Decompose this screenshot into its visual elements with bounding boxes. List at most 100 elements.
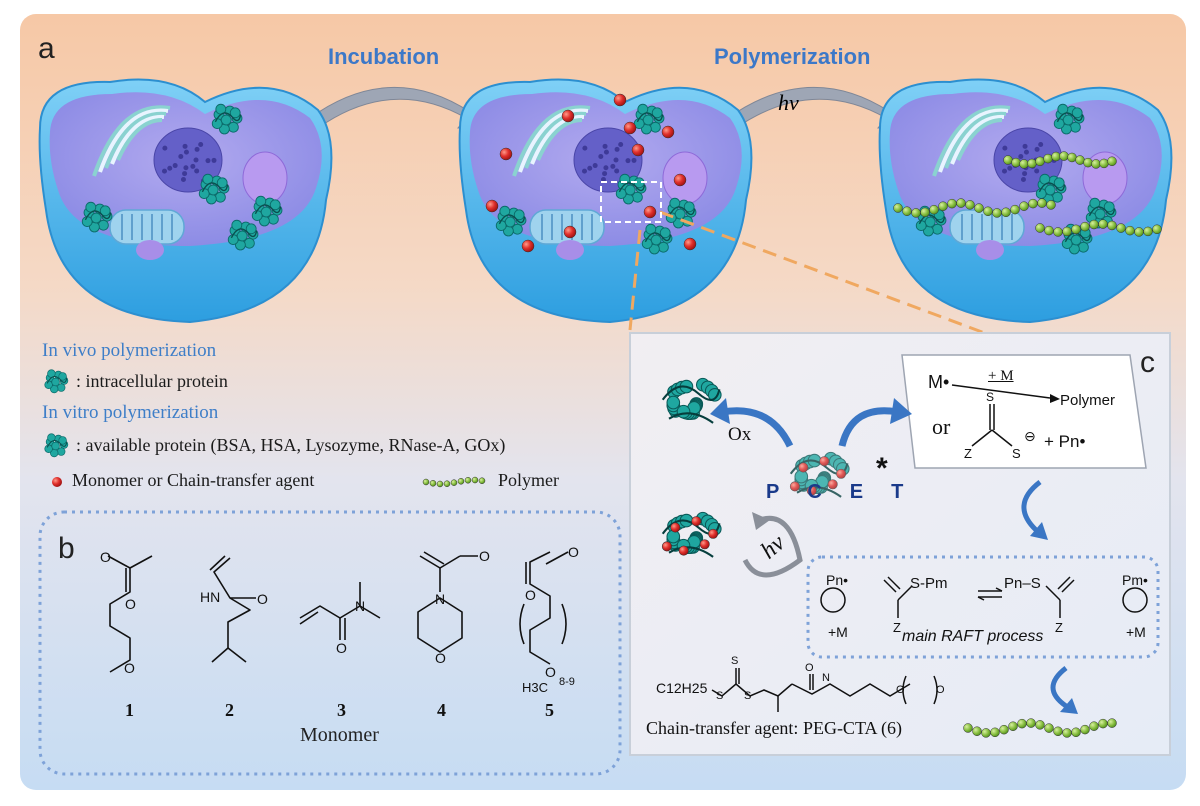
polymer-bead [947,198,957,209]
polymer-bead [938,201,948,211]
protein-icon [251,195,283,227]
polymer-bead [450,479,458,486]
monomer-bead [678,545,689,556]
polymer-bead [972,726,982,736]
cta-bonds [711,668,938,712]
protein-icon [211,103,243,135]
mitochondrion [109,209,185,245]
polymer-bead [929,204,939,215]
monomer-bead [623,121,637,135]
polymer-bead [1075,155,1085,165]
raft-z-left: Z [893,620,901,635]
plus-pn: + Pn• [1044,432,1086,451]
monomer-number-1: 1 [125,700,134,720]
dithioester [971,404,1013,447]
polymer-bead [1107,156,1117,167]
polymer-bead [471,476,479,484]
polymer-bead [422,478,430,486]
legend-polymer: Polymer [498,470,559,490]
monomer-caption: Monomer [300,724,379,746]
raft-plus-m-left: +M [828,624,848,640]
polymer-bead [464,477,472,484]
polymer-bead [1019,159,1029,169]
legend-monomer-icon [52,477,62,487]
cell-3 [878,78,1173,324]
polymer-bead [457,478,465,485]
polymer-bead [999,724,1009,735]
polymer-bead [436,480,444,488]
protein-icon [641,223,673,255]
legend-polymer-chain [422,476,486,488]
polymer-bead [1011,157,1021,168]
cta-o-2: O [936,684,945,696]
polymer-bead [1143,226,1153,237]
protein-icon [198,173,230,205]
m5-o-ester: O [525,587,536,603]
polymer-bead [1152,224,1162,235]
protein-icon [495,205,527,237]
arrow-down-1 [1021,480,1042,532]
cell-1 [38,78,333,324]
polymer-bead [1035,720,1045,730]
m2-o: O [257,591,268,607]
protein-icon [227,219,259,251]
polymer-bead [1043,153,1053,164]
polymer-bead [1089,219,1099,230]
polymer-bead [1053,227,1063,237]
polymer-chain [893,198,1056,218]
arrow-down-2 [1050,666,1068,709]
polymer-bead [965,200,975,210]
monomer-bead [806,485,817,496]
polymer-bead [956,198,966,208]
panel-b-label: b [58,532,75,565]
arrow-to-box [838,407,899,447]
polymer-bead [981,728,991,738]
vesicle [242,151,288,205]
panel-a-label: a [38,32,55,65]
m1-o-ester: O [125,596,136,612]
polymer-bead [902,206,912,216]
legend-in-vitro: In vitro polymerization [42,402,219,423]
monomer-bead [499,147,513,161]
thione-s: S [986,390,995,404]
cta-o-1: O [896,684,905,696]
legend-protein-glyph [44,369,69,394]
m1-o-carbonyl: O [100,549,111,565]
polymer-bead [1067,152,1077,163]
monomer-bead [819,456,830,467]
polymer-bead [1080,724,1090,735]
monomer-bead [631,143,645,157]
polymer-bead [1026,718,1036,728]
polymer-bead [1107,718,1117,728]
legend-in-vivo: In vivo polymerization [42,340,217,361]
thiolate-s: S [1012,446,1021,461]
polymer-bead [1017,718,1027,729]
polymer-bead [1035,223,1045,233]
polymer-chain [963,718,1117,738]
monomer-number-2: 2 [225,700,234,720]
monomer-bead [798,462,809,473]
m4-o-carbonyl: O [479,548,490,564]
polymer-bead [1059,151,1069,161]
polymer-product: Polymer [1060,392,1116,409]
cta-s-1: S [716,690,724,702]
polymer-bead [1089,721,1099,731]
legend-protein-glyph [44,433,69,458]
polymer-bead [1062,226,1072,237]
polymer-bead [992,208,1002,218]
legend-monomer-cta: Monomer or Chain-transfer agent [72,470,315,490]
monomer-number-5: 5 [545,700,554,720]
raft-box [806,555,1160,659]
raft-caption: main RAFT process [902,628,1044,645]
monomer-number-4: 4 [437,700,446,720]
polymer-bead [963,723,973,733]
cta-s-2: S [744,690,752,702]
polymer-bead [1071,727,1081,738]
protein-icon [665,197,697,229]
polymer-bead [1003,155,1013,165]
monomer-bead [789,481,800,492]
monomer-bead [661,541,672,552]
minus-charge: ⊖ [1024,428,1036,444]
polymer-bead [1027,158,1037,169]
